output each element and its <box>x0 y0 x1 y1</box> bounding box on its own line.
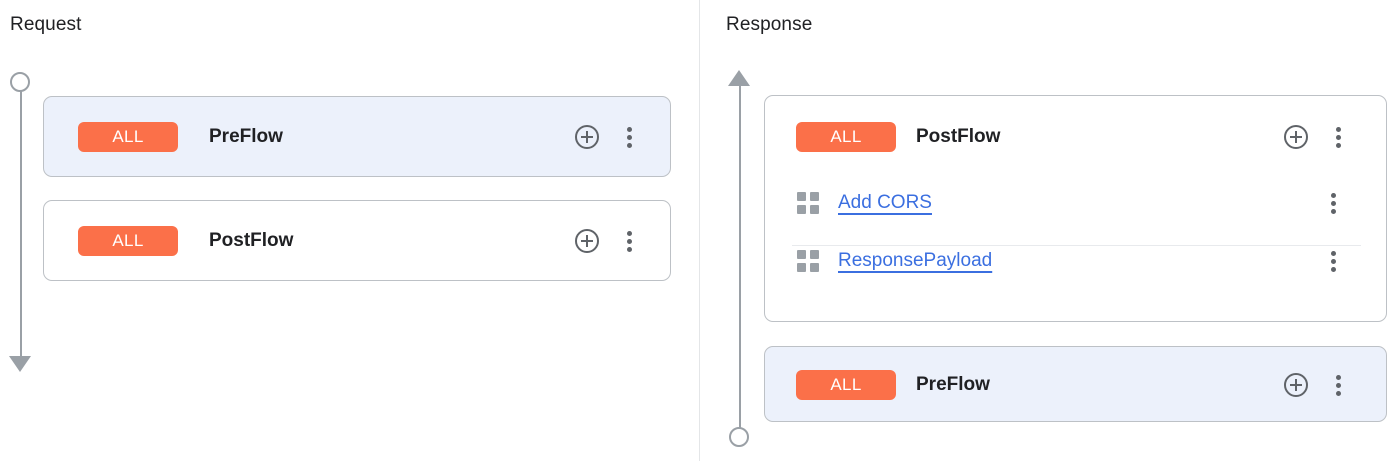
flow-card-preflow[interactable]: ALL PreFlow <box>764 346 1387 422</box>
policy-actions <box>1323 249 1343 273</box>
grid-drag-icon[interactable] <box>797 250 819 272</box>
flow-rail-line <box>739 84 741 439</box>
flow-card-actions <box>1284 125 1348 149</box>
more-vert-icon[interactable] <box>1323 249 1343 273</box>
flow-card-header: ALL PreFlow <box>44 113 670 161</box>
flow-card-actions <box>1284 373 1348 397</box>
policy-row[interactable]: ResponsePayload <box>765 238 1386 284</box>
flow-rail-line <box>20 91 22 359</box>
request-flow-rail <box>8 72 34 372</box>
more-vert-icon[interactable] <box>619 125 639 149</box>
flow-name-label: PostFlow <box>209 230 294 251</box>
request-panel-title: Request <box>10 14 82 35</box>
policy-actions <box>1323 191 1343 215</box>
policy-row[interactable]: Add CORS <box>765 180 1386 226</box>
plus-circle-icon[interactable] <box>1284 373 1308 397</box>
plus-circle-icon[interactable] <box>575 229 599 253</box>
response-panel: Response <box>699 0 1393 461</box>
flow-arrow-down-icon <box>9 356 31 372</box>
flow-card-actions <box>575 125 639 149</box>
grid-drag-icon[interactable] <box>797 192 819 214</box>
response-panel-title: Response <box>726 14 813 35</box>
more-vert-icon[interactable] <box>619 229 639 253</box>
flow-card-header: ALL PostFlow <box>765 113 1386 161</box>
more-vert-icon[interactable] <box>1328 373 1348 397</box>
method-badge: ALL <box>78 122 178 152</box>
flow-card-header: ALL PreFlow <box>765 361 1386 409</box>
flow-start-circle-icon <box>10 72 30 92</box>
flow-arrow-up-icon <box>728 70 750 86</box>
flow-name-label: PreFlow <box>209 126 283 147</box>
flow-card-preflow[interactable]: ALL PreFlow <box>43 96 671 177</box>
request-panel: Request ALL PreFlow ALL <box>8 14 671 372</box>
flow-end-circle-icon <box>729 427 749 447</box>
method-badge: ALL <box>796 122 896 152</box>
flow-card-postflow[interactable]: ALL PostFlow Add CORS <box>764 95 1387 322</box>
more-vert-icon[interactable] <box>1328 125 1348 149</box>
flow-name-label: PostFlow <box>916 126 1001 147</box>
method-badge: ALL <box>78 226 178 256</box>
flow-name-label: PreFlow <box>916 374 990 395</box>
method-badge: ALL <box>796 370 896 400</box>
flow-card-postflow[interactable]: ALL PostFlow <box>43 200 671 281</box>
plus-circle-icon[interactable] <box>575 125 599 149</box>
response-flow-rail <box>727 70 753 450</box>
flow-card-header: ALL PostFlow <box>44 217 670 265</box>
flow-card-actions <box>575 229 639 253</box>
policy-divider <box>792 245 1361 246</box>
policy-link[interactable]: ResponsePayload <box>838 250 993 271</box>
policy-link[interactable]: Add CORS <box>838 192 932 213</box>
plus-circle-icon[interactable] <box>1284 125 1308 149</box>
more-vert-icon[interactable] <box>1323 191 1343 215</box>
